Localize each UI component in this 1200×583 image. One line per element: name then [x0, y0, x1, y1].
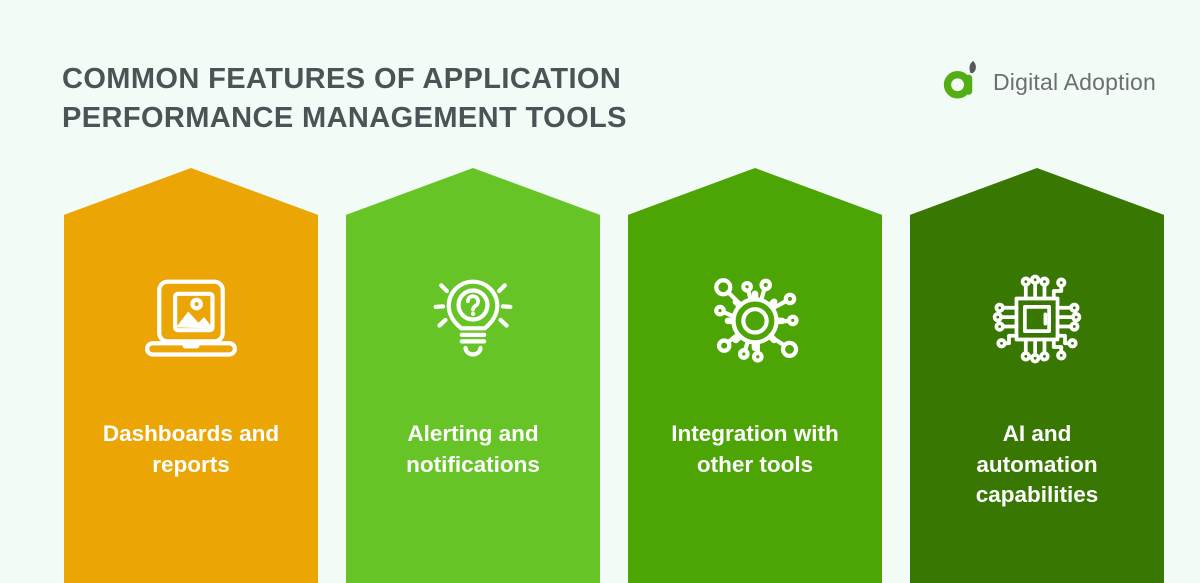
- card-label: Integration with other tools: [671, 421, 839, 477]
- digital-adoption-logo: Digital Adoption: [942, 60, 1156, 104]
- gear-network-icon: [699, 263, 811, 375]
- a-leaf-logo-icon: [942, 60, 986, 104]
- feature-card-ai-automation: AI and automation capabilities: [910, 168, 1164, 583]
- microchip-icon: [981, 263, 1093, 375]
- feature-cards: Dashboards and reports Alerting and noti…: [0, 168, 1200, 583]
- page-title: COMMON FEATURES OF APPLICATION PERFORMAN…: [62, 63, 627, 134]
- logo-brand-text: Digital Adoption: [992, 68, 1156, 95]
- card-label: Alerting and notifications: [406, 421, 540, 477]
- lightbulb-question-icon: [417, 263, 529, 375]
- feature-card-alerting: Alerting and notifications: [346, 168, 600, 583]
- feature-card-dashboards: Dashboards and reports: [64, 168, 318, 583]
- laptop-image-icon: [135, 263, 247, 375]
- card-label: Dashboards and reports: [102, 421, 280, 477]
- feature-card-integration: Integration with other tools: [628, 168, 882, 583]
- card-label: AI and automation capabilities: [975, 421, 1099, 508]
